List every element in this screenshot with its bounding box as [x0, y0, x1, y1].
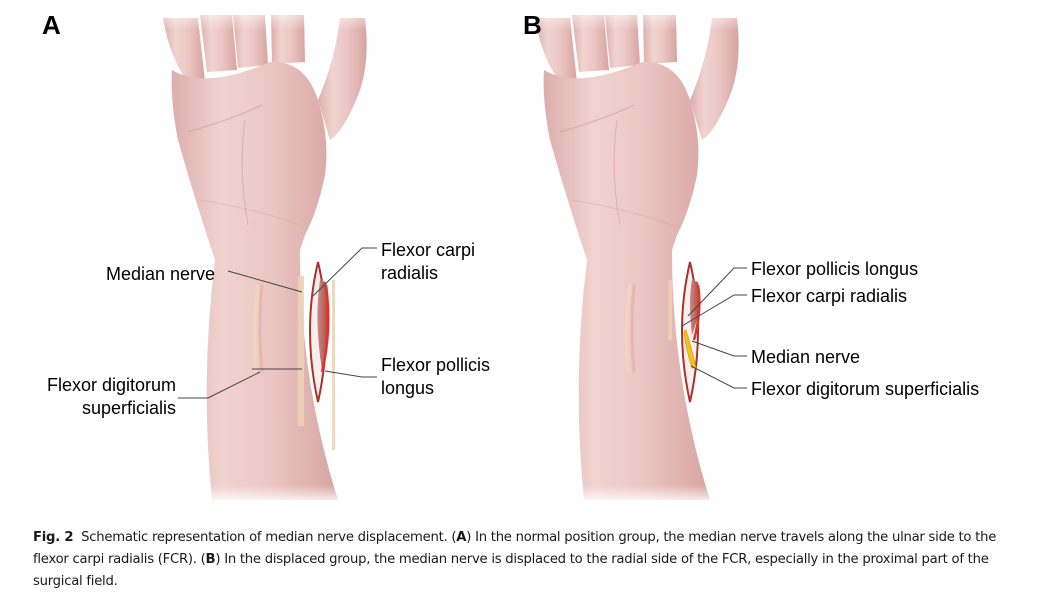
panel-b-letter: B — [523, 10, 542, 40]
label-a-fcr-line2: radialis — [381, 263, 439, 283]
caption-text-2: ) In the normal position group, the medi… — [33, 530, 997, 567]
caption-text-3: ) In the displaced group, the median ner… — [33, 552, 989, 589]
label-b-median-nerve: Median nerve — [751, 347, 861, 367]
figure-caption: Fig. 2 Schematic representation of media… — [33, 527, 1018, 593]
label-a-median-nerve: Median nerve — [106, 264, 216, 284]
caption-text-1: Schematic representation of median nerve… — [81, 530, 457, 545]
label-a-fds-line2: superficialis — [81, 398, 176, 418]
hand-a — [150, 0, 390, 505]
panel-a-letter: A — [42, 10, 61, 40]
caption-ref-a: A — [456, 530, 467, 545]
label-a-fds-line1: Flexor digitorum — [46, 375, 176, 395]
label-a-fpl-line1: Flexor pollicis — [381, 355, 491, 375]
label-a-fpl-line2: longus — [381, 378, 435, 398]
caption-ref-b: B — [205, 552, 216, 567]
label-b-fcr: Flexor carpi radialis — [751, 286, 908, 306]
label-b-fds: Flexor digitorum superficialis — [751, 379, 980, 399]
label-a-fcr-line1: Flexor carpi — [381, 240, 476, 260]
caption-prefix: Fig. 2 — [33, 530, 74, 545]
hand-b — [522, 0, 762, 505]
label-b-fpl: Flexor pollicis longus — [751, 259, 919, 279]
